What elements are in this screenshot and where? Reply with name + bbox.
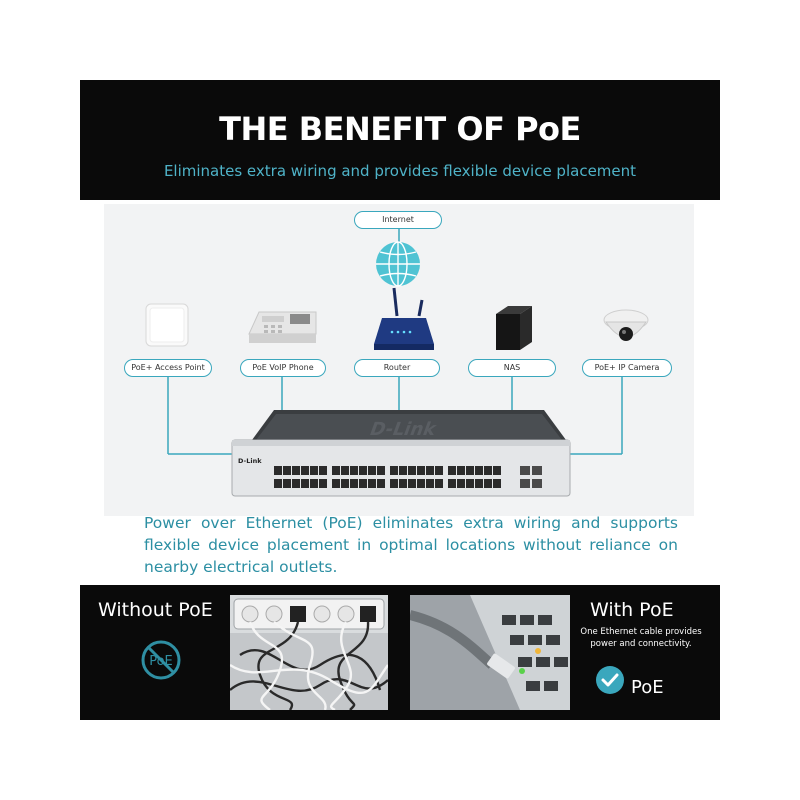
switch-port [292,479,300,488]
internet-globe-icon [376,241,420,287]
switch-port [426,479,434,488]
nas-icon [496,306,532,350]
switch-port [457,466,465,475]
switch-port [332,479,340,488]
switch-port [310,479,318,488]
poe-description: Power over Ethernet (PoE) eliminates ext… [144,514,678,576]
voip-phone-icon [248,311,317,343]
switch-port [377,479,385,488]
switch-port [359,479,367,488]
header-banner: THE BENEFIT OF PoE Eliminates extra wiri… [80,80,720,200]
switch-port [359,466,367,475]
switch-port [493,466,501,475]
device-label-router: Router [354,359,440,377]
switch-port [466,479,474,488]
device-label-access-point: PoE+ Access Point [124,359,212,377]
network-diagram: D-Link D-Link Internet PoE+ Access Point… [104,204,694,516]
switch-port [274,479,282,488]
single-ethernet-cable-photo [410,595,570,710]
switch-port [368,466,376,475]
switch-port [350,466,358,475]
device-label-voip-phone: PoE VoIP Phone [240,359,326,377]
switch-port [426,466,434,475]
switch-port [484,479,492,488]
switch-port [319,466,327,475]
switch-port [341,479,349,488]
switch-front-logo: D-Link [238,457,262,465]
switch-port [448,466,456,475]
switch-port [301,479,309,488]
connection-lines [167,228,623,455]
switch-port [435,479,443,488]
device-label-nas: NAS [468,359,556,377]
switch-port [319,479,327,488]
switch-port [310,466,318,475]
switch-port [301,466,309,475]
switch-port [350,479,358,488]
switch-port [292,466,300,475]
switch-port [399,479,407,488]
page-subtitle: Eliminates extra wiring and provides fle… [163,162,637,180]
switch-port [417,479,425,488]
switch-port [368,479,376,488]
switch-port [448,479,456,488]
with-poe-badge: PoE [631,677,664,698]
tangled-cables-photo [230,595,388,710]
with-poe-title: With PoE [590,599,674,621]
switch-port [377,466,385,475]
internet-label: Internet [354,211,442,229]
page-title: THE BENEFIT OF PoE [219,110,581,148]
checkmark-icon [596,666,624,694]
switch-port [399,466,407,475]
switch-port [475,466,483,475]
switch-port [408,466,416,475]
router-icon [374,287,434,350]
switch-port [274,466,282,475]
switch-port [341,466,349,475]
without-poe-title: Without PoE [98,599,213,621]
switch-port [390,479,398,488]
network-switch-image: D-Link D-Link [231,410,571,497]
switch-top-logo: D-Link [367,420,440,440]
ip-camera-icon [603,309,649,341]
switch-port [475,479,483,488]
with-poe-description: One Ethernet cable provides power and co… [580,627,702,649]
switch-port [466,466,474,475]
no-poe-icon: PoE [141,640,181,680]
switch-port [408,479,416,488]
device-label-ip-camera: PoE+ IP Camera [582,359,672,377]
switch-port [332,466,340,475]
switch-port [457,479,465,488]
switch-port [283,466,291,475]
switch-port [435,466,443,475]
switch-port [484,466,492,475]
switch-port [493,479,501,488]
diagram-graphics: D-Link D-Link [145,228,649,497]
access-point-icon [145,303,189,347]
switch-port [390,466,398,475]
comparison-panel: Without PoE PoE [80,585,720,720]
switch-port [417,466,425,475]
switch-port [283,479,291,488]
